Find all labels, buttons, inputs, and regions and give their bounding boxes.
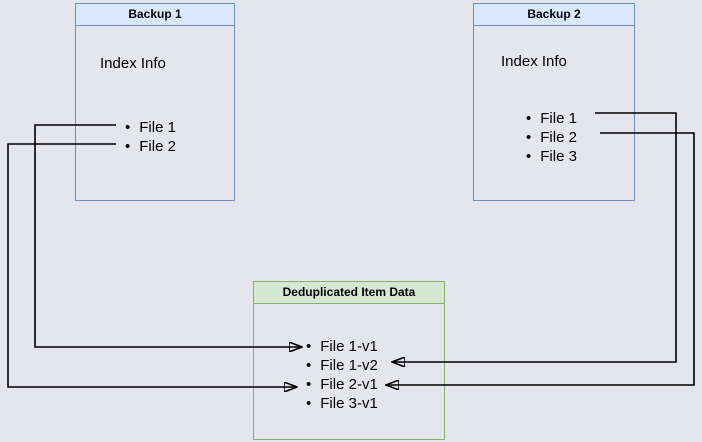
- backup2-file-item: File 1: [526, 109, 577, 128]
- backup2-file-list: File 1 File 2 File 3: [526, 109, 577, 166]
- dedup-item: File 1-v1: [306, 337, 378, 356]
- backup1-box: Backup 1 Index Info File 1 File 2: [75, 3, 235, 201]
- backup1-file-item: File 2: [125, 137, 176, 156]
- dedup-title: Deduplicated Item Data: [254, 282, 444, 304]
- backup2-index-info-label: Index Info: [501, 53, 567, 70]
- dedup-item: File 2-v1: [306, 375, 378, 394]
- dedup-item: File 1-v2: [306, 356, 378, 375]
- backup1-file-list: File 1 File 2: [125, 118, 176, 156]
- backup1-title: Backup 1: [76, 4, 234, 26]
- dedup-item: File 3-v1: [306, 394, 378, 413]
- backup2-title: Backup 2: [474, 4, 634, 26]
- backup2-file-item: File 3: [526, 147, 577, 166]
- backup1-file-item: File 1: [125, 118, 176, 137]
- deduplicated-item-data-box: Deduplicated Item Data File 1-v1 File 1-…: [253, 281, 445, 440]
- backup1-index-info-label: Index Info: [100, 55, 166, 72]
- backup2-file-item: File 2: [526, 128, 577, 147]
- backup2-box: Backup 2 Index Info File 1 File 2 File 3: [473, 3, 635, 201]
- dedup-item-list: File 1-v1 File 1-v2 File 2-v1 File 3-v1: [306, 337, 378, 413]
